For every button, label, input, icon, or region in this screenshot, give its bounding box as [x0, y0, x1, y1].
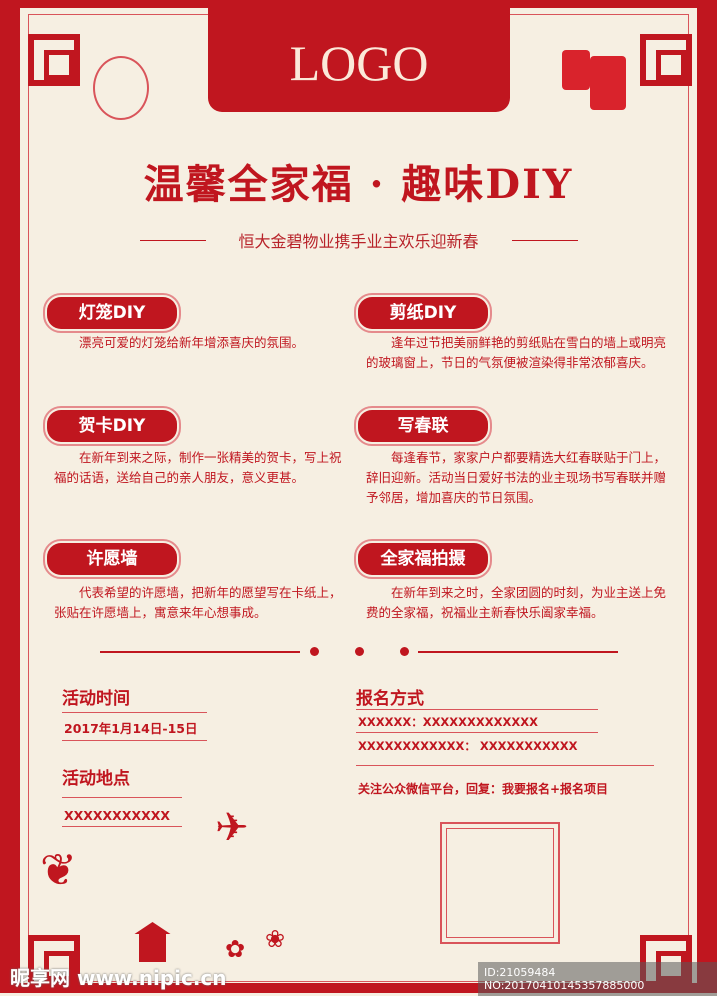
- signup-note: 关注公众微信平台，回复：我要报名+报名项目: [358, 782, 609, 796]
- dot: [400, 647, 409, 656]
- activity-desc: 在新年到来之时，全家团圆的时刻，为业主送上免费的全家福，祝福业主新春快乐阖家幸福…: [366, 585, 667, 620]
- watermark-id: ID:21059484 NO:20170410145357885000: [478, 962, 717, 996]
- activity-desc: 漂亮可爱的灯笼给新年增添喜庆的氛围。: [79, 335, 305, 350]
- activity-desc: 代表希望的许愿墙，把新年的愿望写在卡纸上，张贴在许愿墙上，寓意来年心想事成。: [54, 585, 342, 620]
- divider: [356, 709, 598, 710]
- activity-desc: 逢年过节把美丽鲜艳的剪纸贴在雪白的墙上或明亮的玻璃窗上，节日的气氛便被渲染得非常…: [366, 335, 667, 370]
- divider: [356, 732, 598, 733]
- butterfly-icon: ❀: [265, 925, 286, 953]
- subtitle: 恒大金碧物业携手业主欢乐迎新春: [238, 232, 479, 251]
- activity-desc: 每逢春节，家家户户都要精选大红春联贴于门上，辞旧迎新。活动当日爱好书法的业主现场…: [366, 450, 667, 505]
- corner-ornament-icon: [640, 34, 692, 86]
- flower-icon: ✿: [225, 935, 246, 963]
- divider: [356, 765, 654, 766]
- photo-frame: [440, 822, 560, 944]
- divider: [62, 826, 182, 827]
- activity-badge: 全家福拍摄: [354, 539, 492, 579]
- corner-ornament-icon: [28, 935, 80, 987]
- activity-badge: 写春联: [354, 406, 492, 446]
- lantern-icon: [562, 50, 590, 90]
- dot: [355, 647, 364, 656]
- activity-badge: 剪纸DIY: [354, 293, 492, 333]
- activity-desc: 在新年到来之际，制作一张精美的贺卡，写上祝福的话语，送给自己的亲人朋友，意义更甚…: [54, 450, 342, 485]
- signup-line: XXXXXX：XXXXXXXXXXXXX: [358, 715, 538, 729]
- divider: [140, 240, 206, 241]
- bamboo-icon: ❦: [40, 845, 77, 896]
- signup-line: XXXXXXXXXXXX： XXXXXXXXXXX: [358, 739, 578, 753]
- activity-badge: 贺卡DIY: [43, 406, 181, 446]
- lantern-icon: [590, 56, 626, 110]
- place-heading: 活动地点: [62, 769, 130, 789]
- activity-badge: 许愿墙: [43, 539, 181, 579]
- time-value: 2017年1月14日-15日: [64, 721, 198, 736]
- logo: LOGO: [208, 8, 510, 112]
- divider: [100, 651, 300, 653]
- dot: [310, 647, 319, 656]
- corner-ornament-icon: [28, 34, 80, 86]
- divider: [418, 651, 618, 653]
- divider: [62, 740, 207, 741]
- divider: [62, 712, 207, 713]
- activity-badge: 灯笼DIY: [43, 293, 181, 333]
- divider: [512, 240, 578, 241]
- signup-heading: 报名方式: [356, 689, 424, 709]
- crane-icon: ✈: [215, 805, 249, 851]
- page-title: 温馨全家福 · 趣味DIY: [143, 161, 574, 208]
- time-heading: 活动时间: [62, 689, 130, 709]
- lantern-icon: [93, 56, 149, 120]
- watermark-site: 昵享网 www.nipic.cn: [10, 966, 227, 990]
- divider: [62, 797, 182, 798]
- place-value: XXXXXXXXXXX: [64, 808, 171, 823]
